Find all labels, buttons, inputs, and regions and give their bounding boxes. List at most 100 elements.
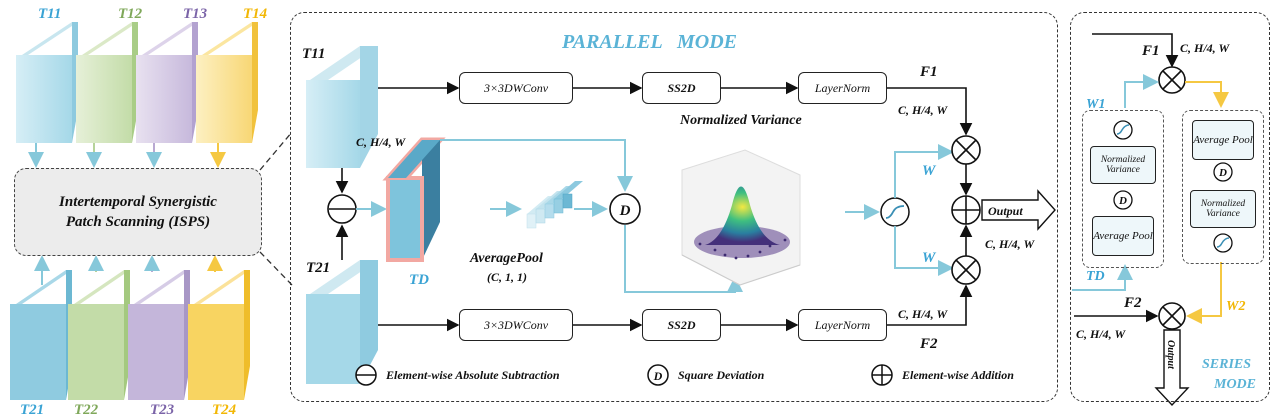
ln-top-label: LayerNorm (814, 80, 871, 95)
ss2d-bot-label: SS2D (667, 317, 696, 332)
ss2d-top-label: SS2D (667, 80, 696, 95)
legend-add-icon (871, 364, 893, 386)
p-f2: F2 (919, 336, 938, 352)
s-right-ap-box: Average Pool (1192, 120, 1254, 160)
legend-sub-icon (355, 364, 377, 386)
s-left-sigmoid (1113, 120, 1133, 140)
arrow-ln-mult-top (886, 87, 973, 136)
p-w-top: W (922, 163, 937, 179)
legend-sub: Element-wise Absolute Subtraction (385, 368, 560, 382)
slab-t11 (16, 22, 78, 143)
slab-t24 (188, 270, 250, 400)
p-dim-top: C, H/4, W (356, 135, 406, 149)
slab-t12 (76, 22, 138, 143)
p-slab-t21 (306, 260, 378, 384)
p-label-td: TD (409, 272, 429, 288)
avgpool-blocks (526, 181, 583, 229)
p-avgpool: AveragePool (469, 251, 543, 266)
arrow-sigmoid-w-bot (894, 226, 954, 276)
ln-top-box: LayerNorm (798, 72, 887, 104)
conv-bot-label: 3×3DWConv (483, 317, 549, 332)
s-output: Output (1165, 340, 1176, 370)
label-t22: T22 (74, 402, 99, 418)
arrow-td-d (440, 139, 633, 192)
s-multiply-top (1158, 66, 1186, 94)
d-symbol: D (619, 203, 631, 219)
label-t23: T23 (150, 402, 175, 418)
normalized-variance-plot (681, 149, 801, 286)
ln-bot-label: LayerNorm (814, 317, 871, 332)
p-f1-dim: C, H/4, W (898, 103, 948, 117)
s-multiply-bot (1158, 302, 1186, 330)
arrow-d-nv (624, 225, 743, 293)
s-w2: W2 (1226, 299, 1245, 314)
s-output-arrow (1154, 329, 1190, 407)
p-label-t11: T11 (302, 46, 325, 62)
series-panel (1070, 12, 1270, 402)
s-f2-dim: C, H/4, W (1076, 327, 1126, 341)
p-output: Output (988, 204, 1023, 218)
label-t12: T12 (118, 6, 143, 22)
p-slab-t11 (306, 46, 378, 168)
s-arrow-w2 (1186, 302, 1222, 324)
zoom-line-top (259, 131, 293, 171)
isps-box: Intertemporal Synergistic Patch Scanning… (14, 168, 262, 256)
ln-bot-box: LayerNorm (798, 309, 887, 341)
s-left-d: D (1113, 190, 1133, 210)
td-slab (382, 137, 446, 262)
p-title: PARALLEL MODE (561, 31, 737, 53)
s-f2: F2 (1123, 295, 1142, 311)
s-left-ap-box: Average Pool (1092, 216, 1154, 256)
p-out-dim: C, H/4, W (985, 237, 1035, 251)
slab-t21 (10, 270, 72, 400)
series-right-subpanel (1182, 110, 1264, 264)
zoom-line-bottom (259, 251, 293, 286)
conv-top-label: 3×3DWConv (483, 80, 549, 95)
conv-top-box: 3×3DWConv (459, 72, 573, 104)
s-td: TD (1086, 269, 1105, 284)
add-op (951, 195, 981, 225)
legend-sq: Square Deviation (678, 368, 765, 382)
legend-add: Element-wise Addition (901, 368, 1014, 382)
multiply-op-bot (951, 255, 981, 285)
legend-d-symbol: D (653, 369, 663, 383)
s-arrow-w1 (1124, 74, 1159, 108)
top-slabs (16, 22, 258, 143)
s-right-ap: Average Pool (1193, 133, 1253, 146)
arrow-sigmoid-w-top (894, 144, 954, 198)
p-f2-dim: C, H/4, W (898, 307, 948, 321)
s-left-d-symbol: D (1118, 195, 1127, 207)
slab-t13 (136, 22, 198, 143)
ss2d-bot-box: SS2D (642, 309, 721, 341)
s-f1: F1 (1141, 43, 1160, 59)
series-left-subpanel (1082, 110, 1164, 268)
s-right-nv-box: Normalized Variance (1190, 190, 1256, 228)
conv-bot-box: 3×3DWConv (459, 309, 573, 341)
bottom-slabs (10, 270, 250, 400)
p-w-bot: W (922, 250, 937, 266)
p-avgpool-dim: (C, 1, 1) (487, 270, 527, 284)
isps-line-1: Intertemporal Synergistic (59, 193, 217, 210)
label-t24: T24 (212, 402, 237, 418)
legend-sq-icon: D (647, 364, 669, 386)
s-arrow-f1 (1092, 33, 1179, 68)
p-label-t21: T21 (306, 260, 330, 276)
ss2d-top-box: SS2D (642, 72, 721, 104)
s-title-2: MODE (1213, 377, 1256, 392)
output-arrow (981, 189, 1056, 231)
square-deviation-op: D (609, 193, 641, 225)
slab-t22 (68, 270, 130, 400)
s-arrow-td (1072, 264, 1133, 291)
s-right-sigmoid (1213, 233, 1233, 253)
slab-t23 (128, 270, 190, 400)
s-f1-dim: C, H/4, W (1180, 41, 1230, 55)
isps-line-2: Patch Scanning (ISPS) (65, 214, 211, 230)
p-norm-var: Normalized Variance (679, 113, 802, 128)
label-t11: T11 (38, 6, 61, 22)
label-t13: T13 (183, 6, 208, 22)
arrow-ln-mult-bot (886, 284, 973, 326)
parallel-panel (290, 12, 1058, 402)
p-f1: F1 (919, 64, 938, 80)
s-right-d: D (1213, 162, 1233, 182)
